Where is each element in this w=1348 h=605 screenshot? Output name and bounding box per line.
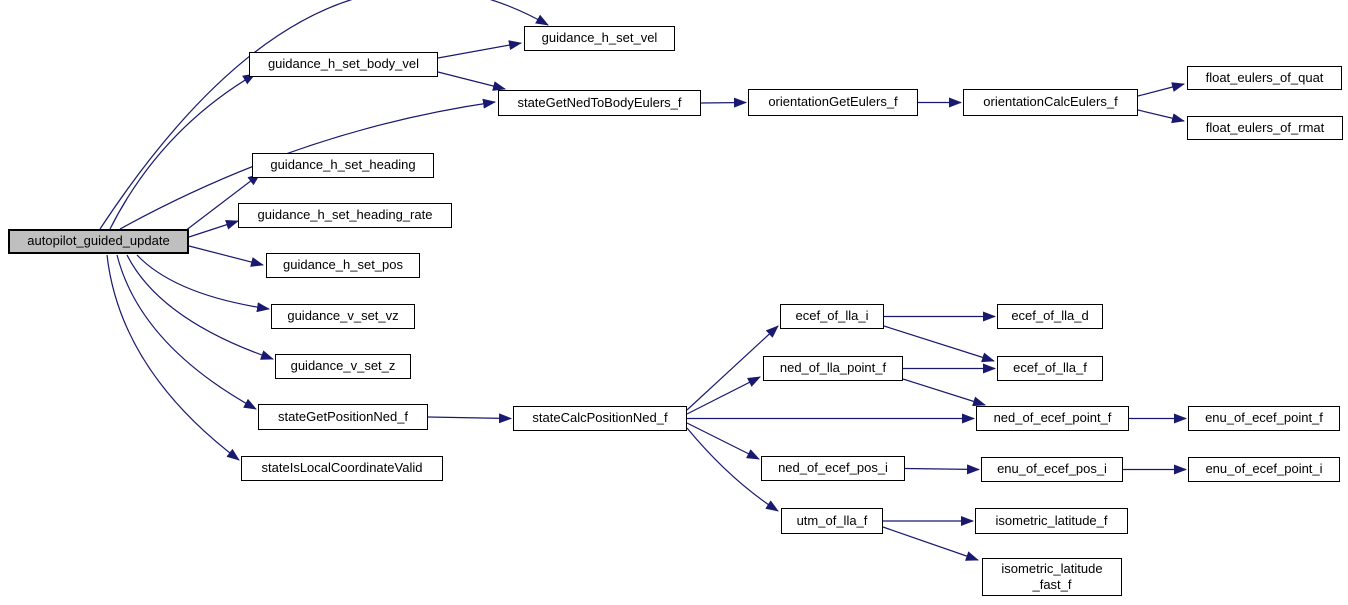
edge-autopilot_guided_update-to-guidance_v_set_vz	[136, 254, 270, 313]
node-ecef-of-lla-f[interactable]: ecef_of_lla_f	[997, 356, 1103, 381]
node-guidance-v-set-vz[interactable]: guidance_v_set_vz	[271, 304, 415, 329]
node-isometric-latitude-f[interactable]: isometric_latitude_f	[975, 508, 1128, 534]
node-float-eulers-of-quat[interactable]: float_eulers_of_quat	[1187, 66, 1342, 90]
node-guidance-h-set-body-vel[interactable]: guidance_h_set_body_vel	[249, 52, 438, 77]
edge-stateGetPositionNed_f-to-stateCalcPositionNed_f	[427, 413, 512, 424]
edge-stateGetNedToBodyEulers_f-to-orientationGetEulers_f	[700, 97, 747, 108]
node-stateCalcPositionNed-f[interactable]: stateCalcPositionNed_f	[513, 406, 687, 431]
node-autopilot-guided-update[interactable]: autopilot_guided_update	[8, 229, 189, 254]
node-ned-of-ecef-point-f[interactable]: ned_of_ecef_point_f	[976, 406, 1129, 431]
node-float-eulers-of-rmat[interactable]: float_eulers_of_rmat	[1187, 116, 1343, 140]
edge-stateCalcPositionNed_f-to-utm_of_lla_f	[686, 427, 779, 512]
node-ecef-of-lla-d[interactable]: ecef_of_lla_d	[997, 304, 1103, 329]
node-guidance-h-set-heading-rate[interactable]: guidance_h_set_heading_rate	[238, 203, 452, 228]
node-utm-of-lla-f[interactable]: utm_of_lla_f	[781, 508, 883, 534]
node-ned-of-lla-point-f[interactable]: ned_of_lla_point_f	[763, 356, 903, 381]
node-enu-of-ecef-point-i[interactable]: enu_of_ecef_point_i	[1188, 457, 1340, 482]
edge-stateCalcPositionNed_f-to-ecef_of_lla_i	[686, 325, 779, 411]
edge-autopilot_guided_update-to-guidance_v_set_z	[126, 254, 274, 360]
node-enu-of-ecef-pos-i[interactable]: enu_of_ecef_pos_i	[981, 457, 1123, 482]
edge-autopilot_guided_update-to-stateIsLocalCoordinateValid	[106, 254, 240, 461]
edge-orientationCalcEulers_f-to-float_eulers_of_quat	[1137, 82, 1185, 97]
edge-ecef_of_lla_i-to-ecef_of_lla_f	[883, 325, 995, 363]
edge-stateCalcPositionNed_f-to-ned_of_lla_point_f	[686, 376, 761, 415]
edge-ned_of_lla_point_f-to-ned_of_ecef_point_f	[902, 378, 986, 407]
edge-orientationCalcEulers_f-to-float_eulers_of_rmat	[1137, 109, 1185, 124]
node-enu-of-ecef-point-f[interactable]: enu_of_ecef_point_f	[1188, 406, 1340, 431]
edge-autopilot_guided_update-to-guidance_h_set_pos	[188, 245, 264, 267]
node-ned-of-ecef-pos-i[interactable]: ned_of_ecef_pos_i	[761, 456, 905, 481]
edge-autopilot_guided_update-to-guidance_h_set_heading	[184, 173, 261, 232]
edge-stateCalcPositionNed_f-to-ned_of_ecef_pos_i	[686, 422, 760, 460]
edge-autopilot_guided_update-to-guidance_h_set_vel	[99, 0, 549, 230]
edge-autopilot_guided_update-to-stateGetNedToBodyEulers_f	[119, 98, 496, 230]
node-guidance-h-set-vel[interactable]: guidance_h_set_vel	[524, 26, 675, 51]
node-orientationGetEulers-f[interactable]: orientationGetEulers_f	[748, 89, 918, 116]
edge-utm_of_lla_f-to-isometric_latitude_fast_f	[882, 526, 979, 561]
edge-autopilot_guided_update-to-guidance_h_set_heading_rate	[188, 219, 239, 238]
node-isometric-latitude-fast-f[interactable]: isometric_latitude _fast_f	[982, 558, 1122, 596]
node-guidance-h-set-pos[interactable]: guidance_h_set_pos	[266, 253, 420, 278]
node-stateIsLocalCoordinateValid[interactable]: stateIsLocalCoordinateValid	[241, 456, 443, 481]
edge-guidance_h_set_body_vel-to-guidance_h_set_vel	[437, 40, 522, 59]
node-ecef-of-lla-i[interactable]: ecef_of_lla_i	[780, 304, 884, 329]
edge-autopilot_guided_update-to-stateGetPositionNed_f	[116, 254, 257, 410]
node-guidance-h-set-heading[interactable]: guidance_h_set_heading	[252, 153, 434, 178]
node-stateGetNedToBodyEulers-f[interactable]: stateGetNedToBodyEulers_f	[498, 90, 701, 116]
edge-guidance_h_set_body_vel-to-stateGetNedToBodyEulers_f	[437, 71, 506, 91]
node-stateGetPositionNed-f[interactable]: stateGetPositionNed_f	[258, 404, 428, 430]
edge-ned_of_ecef_pos_i-to-enu_of_ecef_pos_i	[904, 464, 980, 475]
node-orientationCalcEulers-f[interactable]: orientationCalcEulers_f	[963, 89, 1138, 116]
edge-autopilot_guided_update-to-guidance_h_set_body_vel	[109, 73, 256, 230]
node-guidance-v-set-z[interactable]: guidance_v_set_z	[275, 354, 411, 379]
